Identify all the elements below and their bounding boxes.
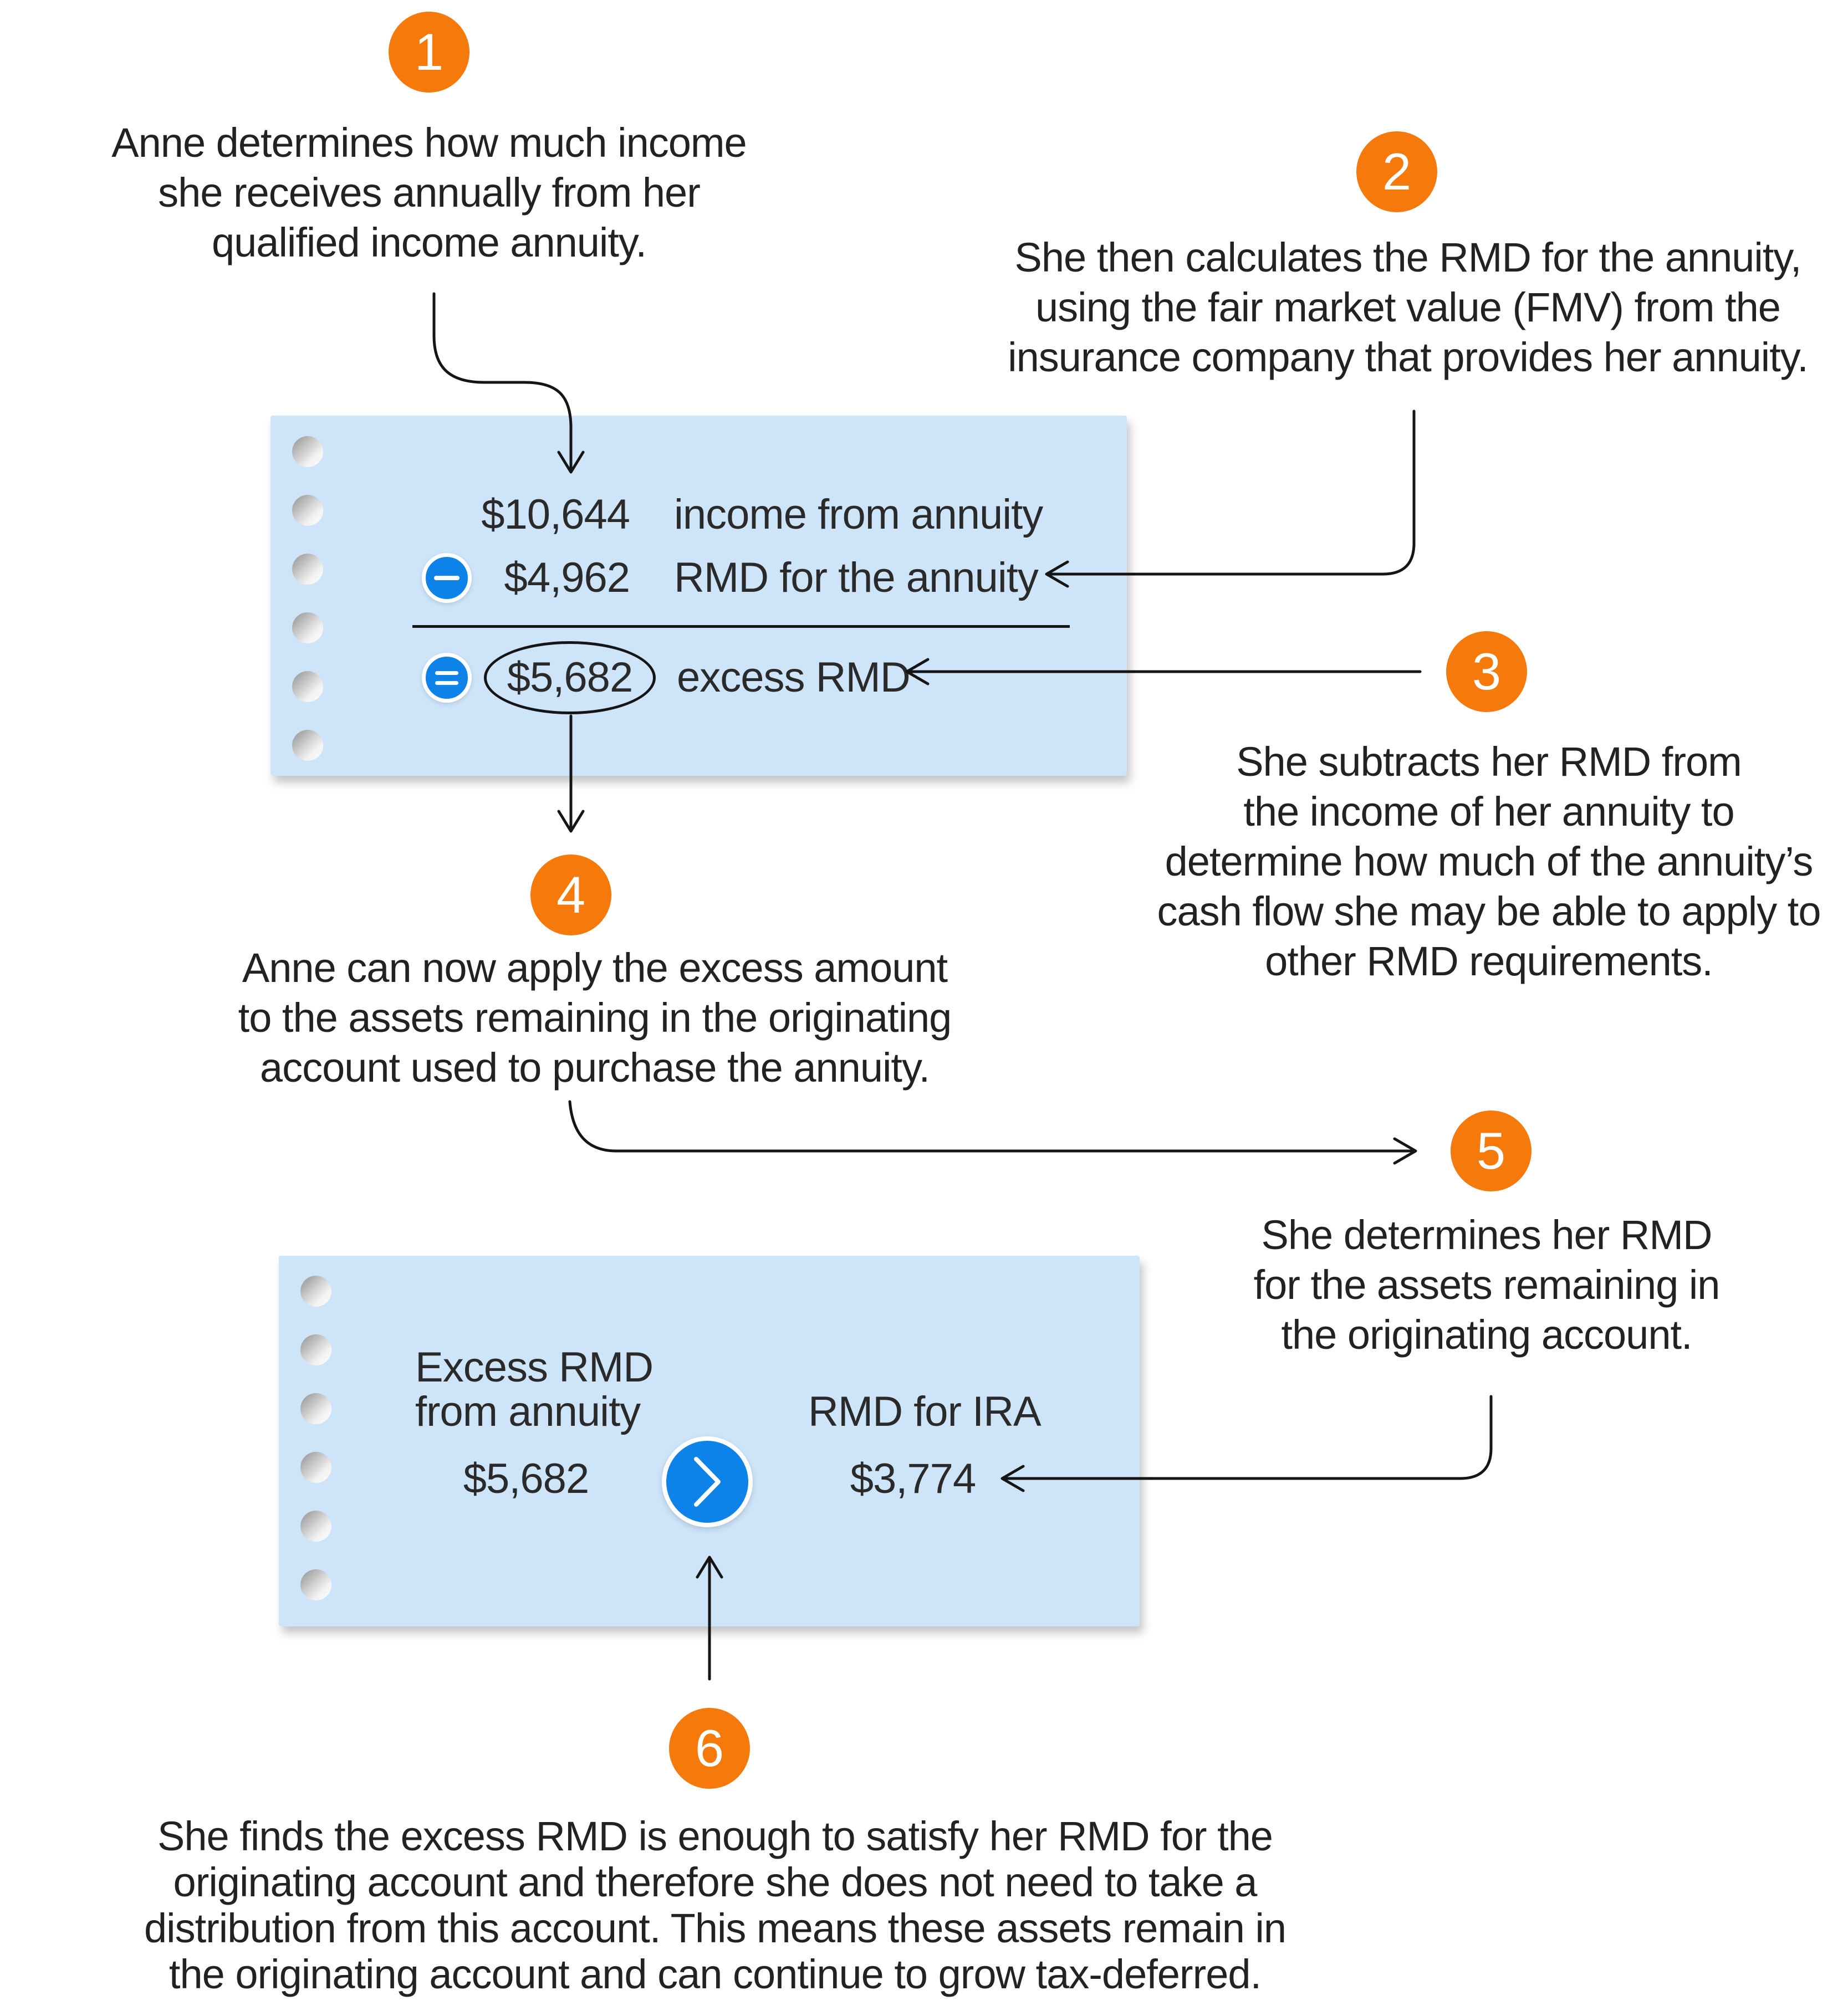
punch-hole xyxy=(300,1569,331,1600)
excess-rmd-value: $5,682 xyxy=(507,654,633,701)
minus-icon xyxy=(434,576,460,580)
rmd-for-annuity-label: RMD for the annuity xyxy=(674,554,1039,601)
income-from-annuity-value: $10,644 xyxy=(481,491,630,538)
annuity-calculation-card: $10,644 income from annuity $4,962 RMD f… xyxy=(270,416,1127,776)
step-5-number: 5 xyxy=(1476,1122,1506,1180)
rmd-for-ira-amount: $3,774 xyxy=(850,1455,976,1502)
step-5-text: She determines her RMD for the assets re… xyxy=(1253,1212,1721,1358)
rmd-for-annuity-value: $4,962 xyxy=(504,554,630,601)
excess-rmd-amount: $5,682 xyxy=(463,1455,589,1502)
punch-hole xyxy=(292,436,323,467)
step-3-text: She subtracts her RMD from the income of… xyxy=(1157,739,1821,984)
rmd-for-ira-label: RMD for IRA xyxy=(808,1388,1042,1435)
income-from-annuity-label: income from annuity xyxy=(674,491,1043,538)
punch-hole xyxy=(300,1393,331,1424)
step-1-badge: 1 xyxy=(389,12,469,93)
minus-operator-chip xyxy=(422,553,472,603)
chevron-right-icon xyxy=(694,1457,721,1507)
punch-hole xyxy=(292,495,323,526)
excess-rmd-from-annuity-label: Excess RMD from annuity xyxy=(415,1344,654,1435)
step-6-badge: 6 xyxy=(669,1708,750,1789)
step-2-text: She then calculates the RMD for the annu… xyxy=(1008,234,1809,380)
punch-hole xyxy=(292,612,323,643)
step-6-text: She finds the excess RMD is enough to sa… xyxy=(144,1813,1287,1997)
greater-than-chip xyxy=(662,1436,753,1527)
step-1-number: 1 xyxy=(414,23,444,81)
punch-hole xyxy=(292,730,323,761)
step-2-number: 2 xyxy=(1382,142,1412,201)
rmd-comparison-card: Excess RMD from annuity RMD for IRA $5,6… xyxy=(279,1256,1140,1626)
punch-hole xyxy=(300,1452,331,1483)
step-6-number: 6 xyxy=(695,1719,724,1777)
step-3-badge: 3 xyxy=(1446,631,1527,712)
equals-operator-chip xyxy=(422,653,472,703)
excess-rmd-label: excess RMD xyxy=(677,654,911,701)
subtraction-rule-line xyxy=(412,625,1070,628)
punch-hole xyxy=(300,1334,331,1365)
step-3-number: 3 xyxy=(1472,642,1502,700)
step-2-badge: 2 xyxy=(1356,131,1437,212)
excess-rmd-highlight-ellipse: $5,682 xyxy=(484,641,656,714)
punch-hole xyxy=(292,554,323,585)
step-1-text: Anne determines how much income she rece… xyxy=(111,120,747,265)
step-4-text: Anne can now apply the excess amount to … xyxy=(238,945,952,1091)
punch-hole xyxy=(292,671,323,702)
arrow-step4-to-step5 xyxy=(568,1100,1417,1165)
punch-hole xyxy=(300,1511,331,1542)
equals-icon xyxy=(435,671,458,685)
step-4-number: 4 xyxy=(556,866,586,924)
step-5-badge: 5 xyxy=(1451,1111,1532,1191)
punch-hole xyxy=(300,1276,331,1307)
step-4-badge: 4 xyxy=(530,855,611,935)
